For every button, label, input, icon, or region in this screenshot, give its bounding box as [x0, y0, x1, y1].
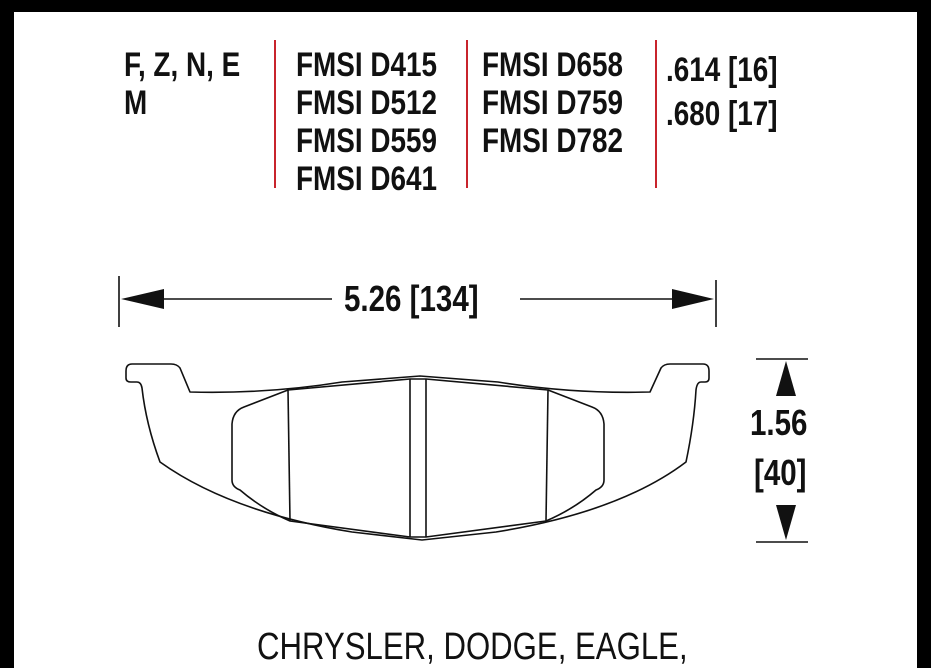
pad-outline: [125, 363, 710, 541]
compound-line: F, Z, N, E: [124, 46, 241, 84]
chamfer-line-left: [287, 389, 291, 522]
fmsi-number: FMSI D559: [296, 122, 438, 160]
frame-top-border: [0, 0, 931, 12]
compound-list: F, Z, N, E M: [124, 46, 240, 122]
fmsi-number: FMSI D415: [296, 46, 438, 84]
fmsi-number: FMSI D512: [296, 84, 438, 122]
thickness-column: .614 [16] .680 [17]: [666, 48, 778, 136]
frame-right-border: [917, 0, 931, 668]
fmsi-number: FMSI D782: [482, 122, 624, 160]
frame-left-border: [0, 0, 14, 668]
fmsi-number: FMSI D641: [296, 160, 438, 198]
width-dimension: [118, 276, 717, 327]
chamfer-line-right: [545, 389, 549, 522]
column-divider: [655, 40, 657, 188]
arrowhead-left: [121, 289, 164, 309]
fmsi-number: FMSI D759: [482, 84, 624, 122]
fmsi-column-1: FMSI D415 FMSI D512 FMSI D559 FMSI D641: [296, 46, 437, 198]
column-divider: [274, 40, 276, 188]
column-divider: [466, 40, 468, 188]
backing-plate-outline: [125, 363, 710, 541]
vehicle-makes-text: CHRYSLER, DODGE, EAGLE,: [257, 626, 688, 668]
thickness-value: .680 [17]: [666, 95, 778, 133]
fmsi-number: FMSI D658: [482, 46, 624, 84]
height-label-mm: [40]: [754, 452, 807, 493]
fmsi-column-2: FMSI D658 FMSI D759 FMSI D782: [482, 46, 623, 160]
arrowhead-down: [776, 505, 796, 540]
height-dimension: [756, 358, 808, 543]
compound-line: M: [124, 84, 148, 122]
thickness-value: .614 [16]: [666, 51, 778, 89]
arrowhead-up: [776, 361, 796, 396]
width-label: 5.26 [134]: [344, 278, 479, 319]
arrowhead-right: [672, 289, 714, 309]
height-label-inches: 1.56: [750, 402, 808, 443]
